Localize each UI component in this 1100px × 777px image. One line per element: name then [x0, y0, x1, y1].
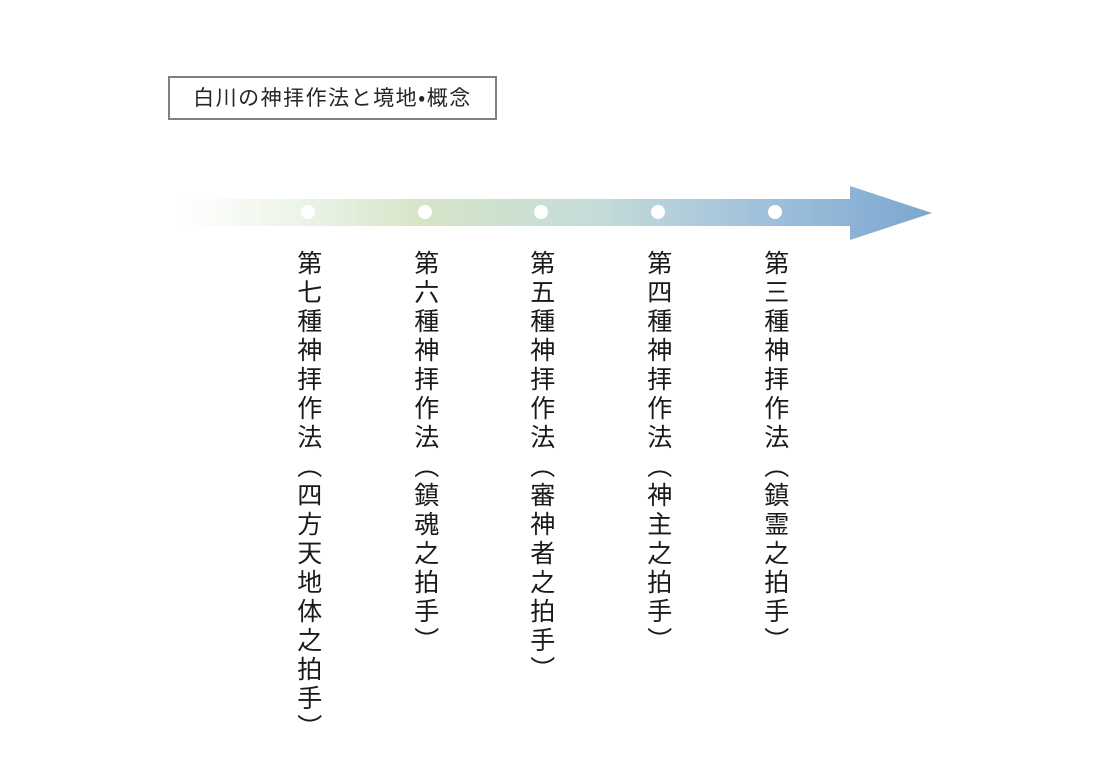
timeline-arrow: [180, 182, 932, 244]
milestone-label-1: 第七種神拝作法（四方天地体之拍手）: [293, 250, 323, 743]
milestone-dot-1[interactable]: [301, 205, 315, 219]
milestone-label-4: 第四種神拝作法（神主之拍手）: [643, 250, 673, 656]
milestone-dot-5[interactable]: [768, 205, 782, 219]
milestone-dot-3[interactable]: [534, 205, 548, 219]
arrow-icon: [180, 186, 932, 240]
title-box: 白川の神拝作法と境地・概念: [168, 76, 497, 120]
milestone-label-5: 第三種神拝作法（鎮霊之拍手）: [760, 250, 790, 656]
milestone-label-3: 第五種神拝作法（審神者之拍手）: [526, 250, 556, 685]
page-title: 白川の神拝作法と境地・概念: [193, 85, 472, 110]
milestone-dot-4[interactable]: [651, 205, 665, 219]
milestone-label-2: 第六種神拝作法（鎮魂之拍手）: [410, 250, 440, 656]
milestone-dot-2[interactable]: [418, 205, 432, 219]
